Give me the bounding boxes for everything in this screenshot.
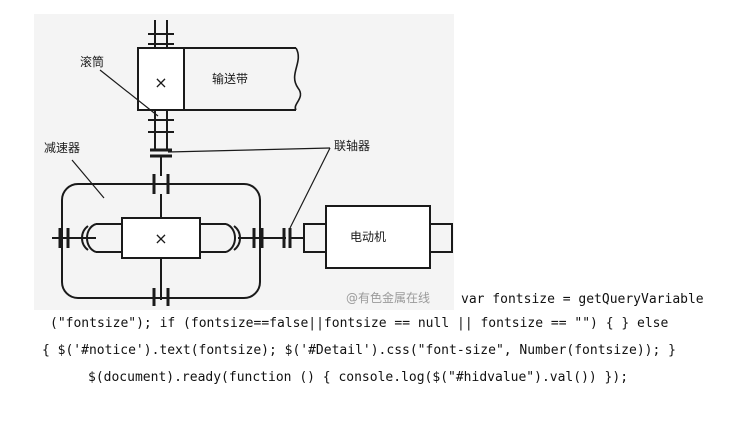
motor-label: 电动机	[350, 230, 386, 244]
gear-cross-symbol: ×	[154, 229, 167, 248]
right-coupling	[282, 228, 304, 248]
top-shaft	[148, 20, 174, 48]
mid-shaft	[148, 110, 174, 150]
drum-cross-symbol: ×	[154, 73, 167, 92]
motor	[303, 205, 453, 269]
coupling-label: 联轴器	[334, 138, 370, 153]
gear-block	[81, 217, 241, 259]
reducer-label: 减速器	[44, 141, 80, 155]
code-line-3: { $('#notice').text(fontsize); $('#Detai…	[42, 343, 676, 358]
leader-lines	[71, 69, 331, 229]
reducer-housing	[61, 174, 261, 306]
upper-coupling	[150, 148, 172, 176]
drum-label: 滚筒	[80, 54, 104, 69]
code-line-1: var fontsize = getQueryVariable	[461, 292, 704, 307]
horizontal-shaft	[52, 228, 286, 248]
conveyor-belt-label: 输送带	[212, 71, 248, 86]
code-line-2: ("fontsize"); if (fontsize==false||fonts…	[50, 316, 669, 331]
conveyor-belt	[138, 47, 302, 111]
watermark: @有色金属在线	[346, 290, 430, 305]
code-line-4: $(document).ready(function () { console.…	[88, 370, 629, 385]
